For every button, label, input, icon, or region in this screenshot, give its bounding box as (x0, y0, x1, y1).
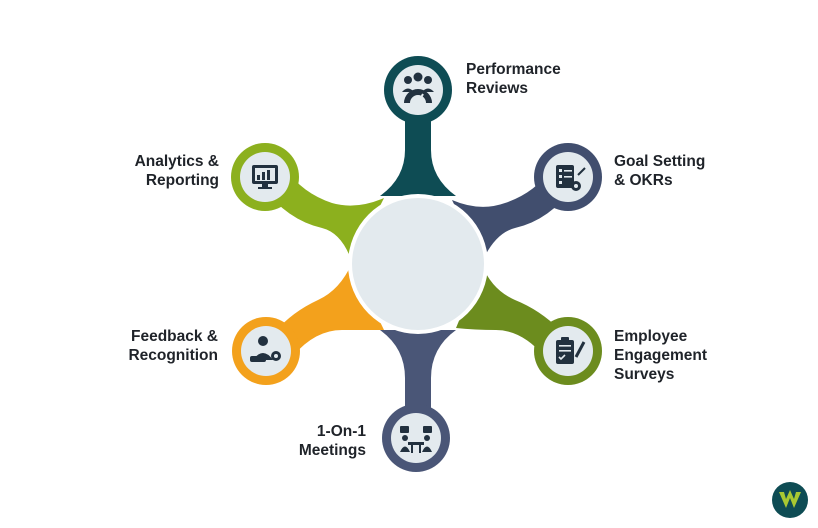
label-goal-line2: & OKRs (614, 172, 673, 189)
label-engagement-line1: Employee (614, 328, 688, 345)
brand-logo-icon (772, 482, 808, 518)
team-gauge-icon (402, 72, 434, 104)
label-feedback-line2: Recognition (128, 347, 218, 364)
label-meetings-line1: 1-On-1 (316, 423, 366, 440)
label-feedback-line1: Feedback & (130, 328, 218, 345)
label-meetings: 1-On-1 Meetings (299, 422, 366, 460)
hub-center (352, 198, 484, 330)
meeting-table-icon (400, 426, 432, 453)
label-analytics-line2: Reporting (145, 172, 219, 189)
label-performance-line2: Reviews (466, 80, 529, 97)
connector-meetings (380, 330, 456, 420)
label-engagement: Employee Engagement Surveys (614, 327, 707, 384)
analytics-monitor-icon (252, 165, 278, 189)
label-performance-line1: Performance (466, 61, 561, 78)
label-goal-line1: Goal Setting (614, 153, 706, 170)
label-analytics-line1: Analytics & (134, 153, 219, 170)
node-inner-meetings (391, 413, 441, 463)
person-award-icon (250, 336, 281, 362)
node-inner-feedback (241, 326, 291, 376)
checklist-gear-icon (556, 165, 586, 191)
label-feedback: Feedback & Recognition (128, 327, 218, 365)
label-analytics: Analytics & Reporting (135, 152, 219, 190)
connector-performance (380, 108, 456, 196)
label-meetings-line2: Meetings (298, 442, 366, 459)
clipboard-pen-icon (556, 337, 586, 364)
label-engagement-line2: Engagement (614, 347, 708, 364)
label-performance: Performance Reviews (466, 60, 561, 98)
label-engagement-line3: Surveys (614, 366, 675, 383)
label-goal: Goal Setting & OKRs (614, 152, 705, 190)
